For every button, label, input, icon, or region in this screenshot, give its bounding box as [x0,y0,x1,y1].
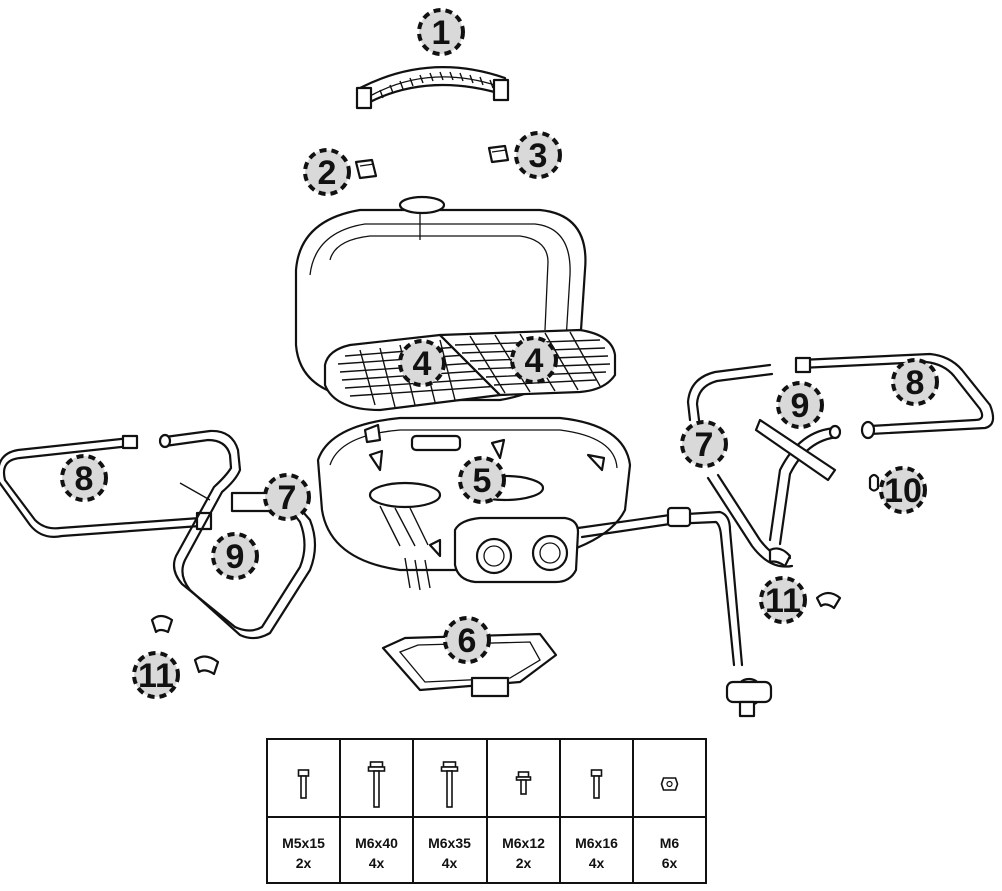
hardware-cell: M5x15 2x [282,769,325,871]
hinge-cap-right-part [487,144,510,164]
callout-number: 2 [318,154,337,192]
long-flange-bolt-icon [367,761,386,808]
callout-number: 11 [765,582,801,620]
callout-2: 2 [303,148,351,196]
short-flange-bolt-icon [515,771,532,795]
callout-number: 4 [413,345,432,383]
callout-9: 9 [211,532,259,580]
hardware-size: M6x35 [428,835,471,851]
hardware-size: M6 [660,835,680,851]
callout-number: 1 [432,14,451,52]
callout-number: 7 [278,479,297,517]
hardware-cell: M6x35 4x [428,761,471,871]
callout-8: 8 [60,454,108,502]
long-flange-bolt-icon [440,761,459,808]
hardware-quantity: 4x [589,855,605,871]
firebox-part [316,416,632,591]
short-bolt-icon [590,769,603,799]
hardware-cell: M6x16 4x [575,769,618,871]
hardware-cell: M6x12 2x [502,771,545,871]
callout-11: 11 [132,651,180,699]
callout-3: 3 [514,131,562,179]
callout-number: 8 [906,364,925,402]
callout-1: 1 [417,8,465,56]
leg-frame-right-part [686,363,842,568]
callout-number: 5 [473,462,492,500]
hardware-quantity: 2x [296,855,312,871]
callout-6: 6 [443,616,491,664]
hardware-quantity: 6x [662,855,678,871]
mounting-clip-right-part [815,591,842,610]
short-bolt-icon [297,769,310,799]
gas-hose-part [576,506,773,718]
callout-number: 9 [226,538,245,576]
callout-11: 11 [759,576,807,624]
hardware-size: M5x15 [282,835,325,851]
callout-4: 4 [398,339,446,387]
side-shelf-right-part [794,352,995,440]
callout-number: 8 [75,460,94,498]
callout-7: 7 [263,473,311,521]
side-shelf-left-part [0,434,213,538]
callout-number: 10 [884,472,922,510]
callout-9: 9 [776,381,824,429]
hardware-cell: M6x40 4x [355,761,398,871]
pin-clip-part [868,473,880,492]
nut-icon [660,777,679,791]
callout-number: 4 [525,342,544,380]
callout-8: 8 [891,358,939,406]
hardware-size: M6x40 [355,835,398,851]
hardware-size: M6x16 [575,835,618,851]
hardware-size: M6x12 [502,835,545,851]
hardware-quantity: 4x [369,855,385,871]
lid-handle-part [355,66,510,110]
callout-10: 10 [879,466,927,514]
callout-badges: 1 2 3 4 4 5 6 7 7 8 8 9 9 10 11 11 [60,8,939,699]
drip-tray-part [381,632,558,698]
callout-number: 3 [529,137,548,175]
callout-number: 7 [695,426,714,464]
callout-number: 6 [458,622,477,660]
hardware-quantity: 4x [442,855,458,871]
callout-7: 7 [680,420,728,468]
callout-5: 5 [458,456,506,504]
callout-number: 9 [791,387,810,425]
callout-4: 4 [510,336,558,384]
callout-number: 11 [138,657,174,695]
hinge-cap-left-part [354,158,378,180]
mounting-clips-left-part [150,614,220,676]
hardware-quantity: 2x [516,855,532,871]
